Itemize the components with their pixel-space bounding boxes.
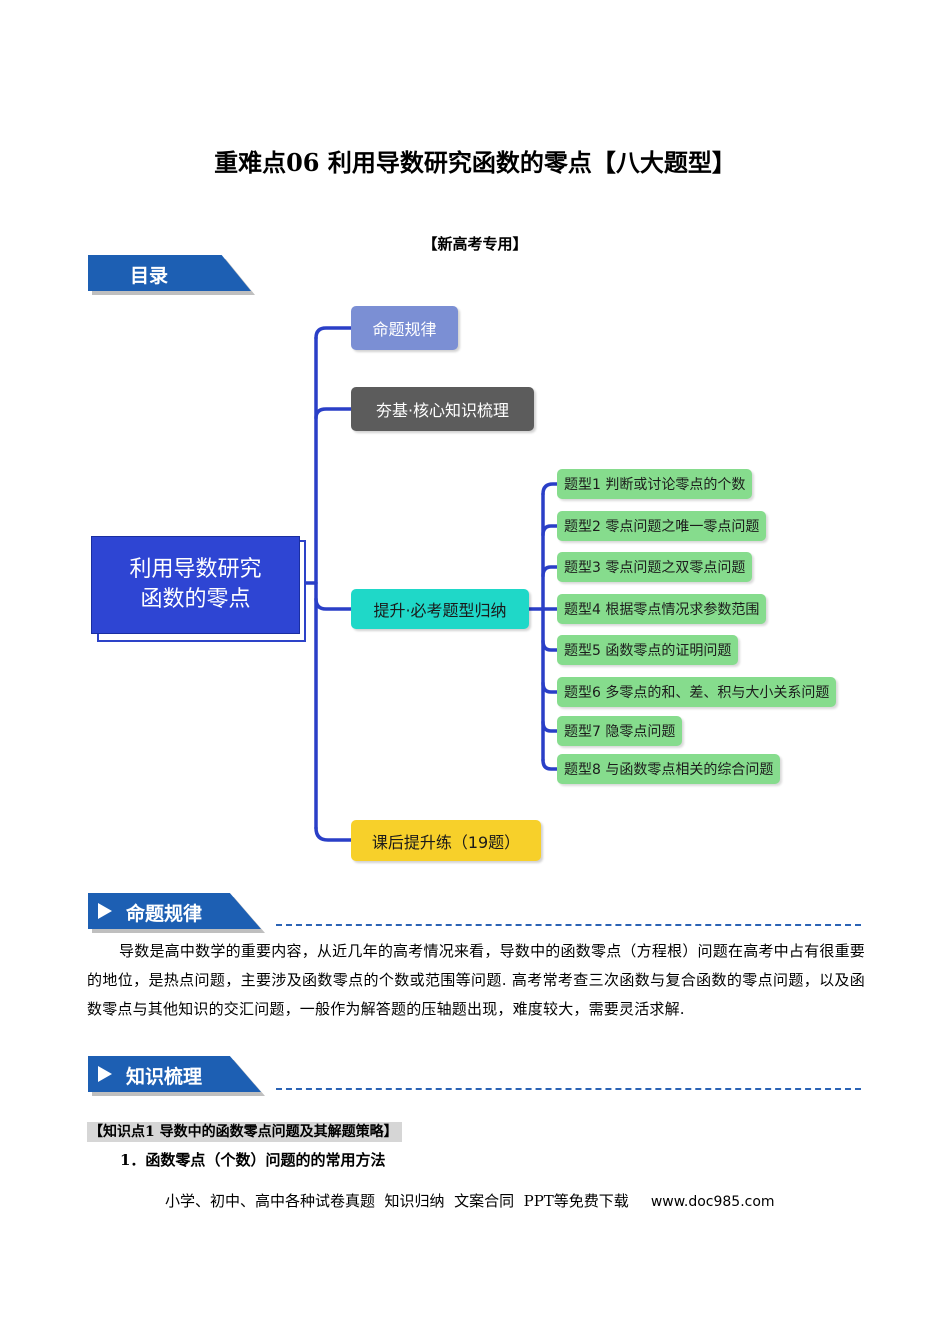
knowledge-point-heading: 【知识点1 导数中的函数零点问题及其解题策略】 — [87, 1122, 402, 1142]
play-icon — [98, 1066, 112, 1082]
branch-node-practice-label: 课后提升练（19题） — [371, 832, 521, 852]
footer-text: 小学、初中、高中各种试卷真题 知识归纳 文案合同 PPT等免费下载 — [165, 1192, 629, 1210]
branch-node-types: 提升·必考题型归纳 — [351, 589, 529, 629]
subitem-type-4: 题型4 根据零点情况求参数范围 — [557, 594, 767, 624]
subitem-type-3: 题型3 零点问题之双零点问题 — [557, 552, 753, 582]
page-subtitle: 【新高考专用】 — [422, 235, 528, 253]
section1-banner: 命题规律 — [88, 893, 261, 929]
branch-node-types-label: 提升·必考题型归纳 — [373, 601, 507, 620]
branch-node-rules: 命题规律 — [351, 306, 458, 350]
section1-banner-label: 命题规律 — [126, 903, 203, 925]
section1-paragraph: 导数是高中数学的重要内容，从近几年的高考情况来看，导数中的函数零点（方程根）问题… — [87, 942, 865, 1018]
section1-divider — [276, 924, 861, 926]
toc-banner: 目录 — [88, 255, 251, 291]
root-node-line2: 函数的零点 — [140, 587, 251, 612]
section2-divider — [276, 1088, 861, 1090]
subitem-type-1: 题型1 判断或讨论零点的个数 — [557, 469, 753, 499]
section2-banner-label: 知识梳理 — [126, 1066, 203, 1088]
subitem-type-8: 题型8 与函数零点相关的综合问题 — [557, 754, 781, 784]
subitem-type-2: 题型2 零点问题之唯一零点问题 — [557, 511, 767, 541]
section2-banner: 知识梳理 — [88, 1056, 261, 1092]
branch-node-rules-label: 命题规律 — [372, 320, 437, 339]
subitem-type-7: 题型7 隐零点问题 — [557, 716, 683, 746]
subitem-type-5: 题型5 函数零点的证明问题 — [557, 635, 739, 665]
page-title: 重难点06 利用导数研究函数的零点【八大题型】 — [214, 148, 736, 177]
root-node: 利用导数研究 函数的零点 — [91, 536, 300, 634]
play-icon — [98, 903, 112, 919]
page-footer: 小学、初中、高中各种试卷真题 知识归纳 文案合同 PPT等免费下载 www.doc… — [165, 1190, 775, 1211]
branch-node-knowledge-label: 夯基·核心知识梳理 — [375, 401, 510, 420]
branch-node-knowledge: 夯基·核心知识梳理 — [351, 387, 534, 431]
subitem-type-6: 题型6 多零点的和、差、积与大小关系问题 — [557, 677, 837, 707]
knowledge-point-subheading: 1．函数零点（个数）问题的的常用方法 — [120, 1151, 386, 1169]
root-node-line1: 利用导数研究 — [129, 557, 262, 582]
footer-url[interactable]: www.doc985.com — [650, 1194, 775, 1210]
toc-banner-label: 目录 — [130, 265, 169, 287]
branch-node-practice: 课后提升练（19题） — [351, 820, 541, 861]
